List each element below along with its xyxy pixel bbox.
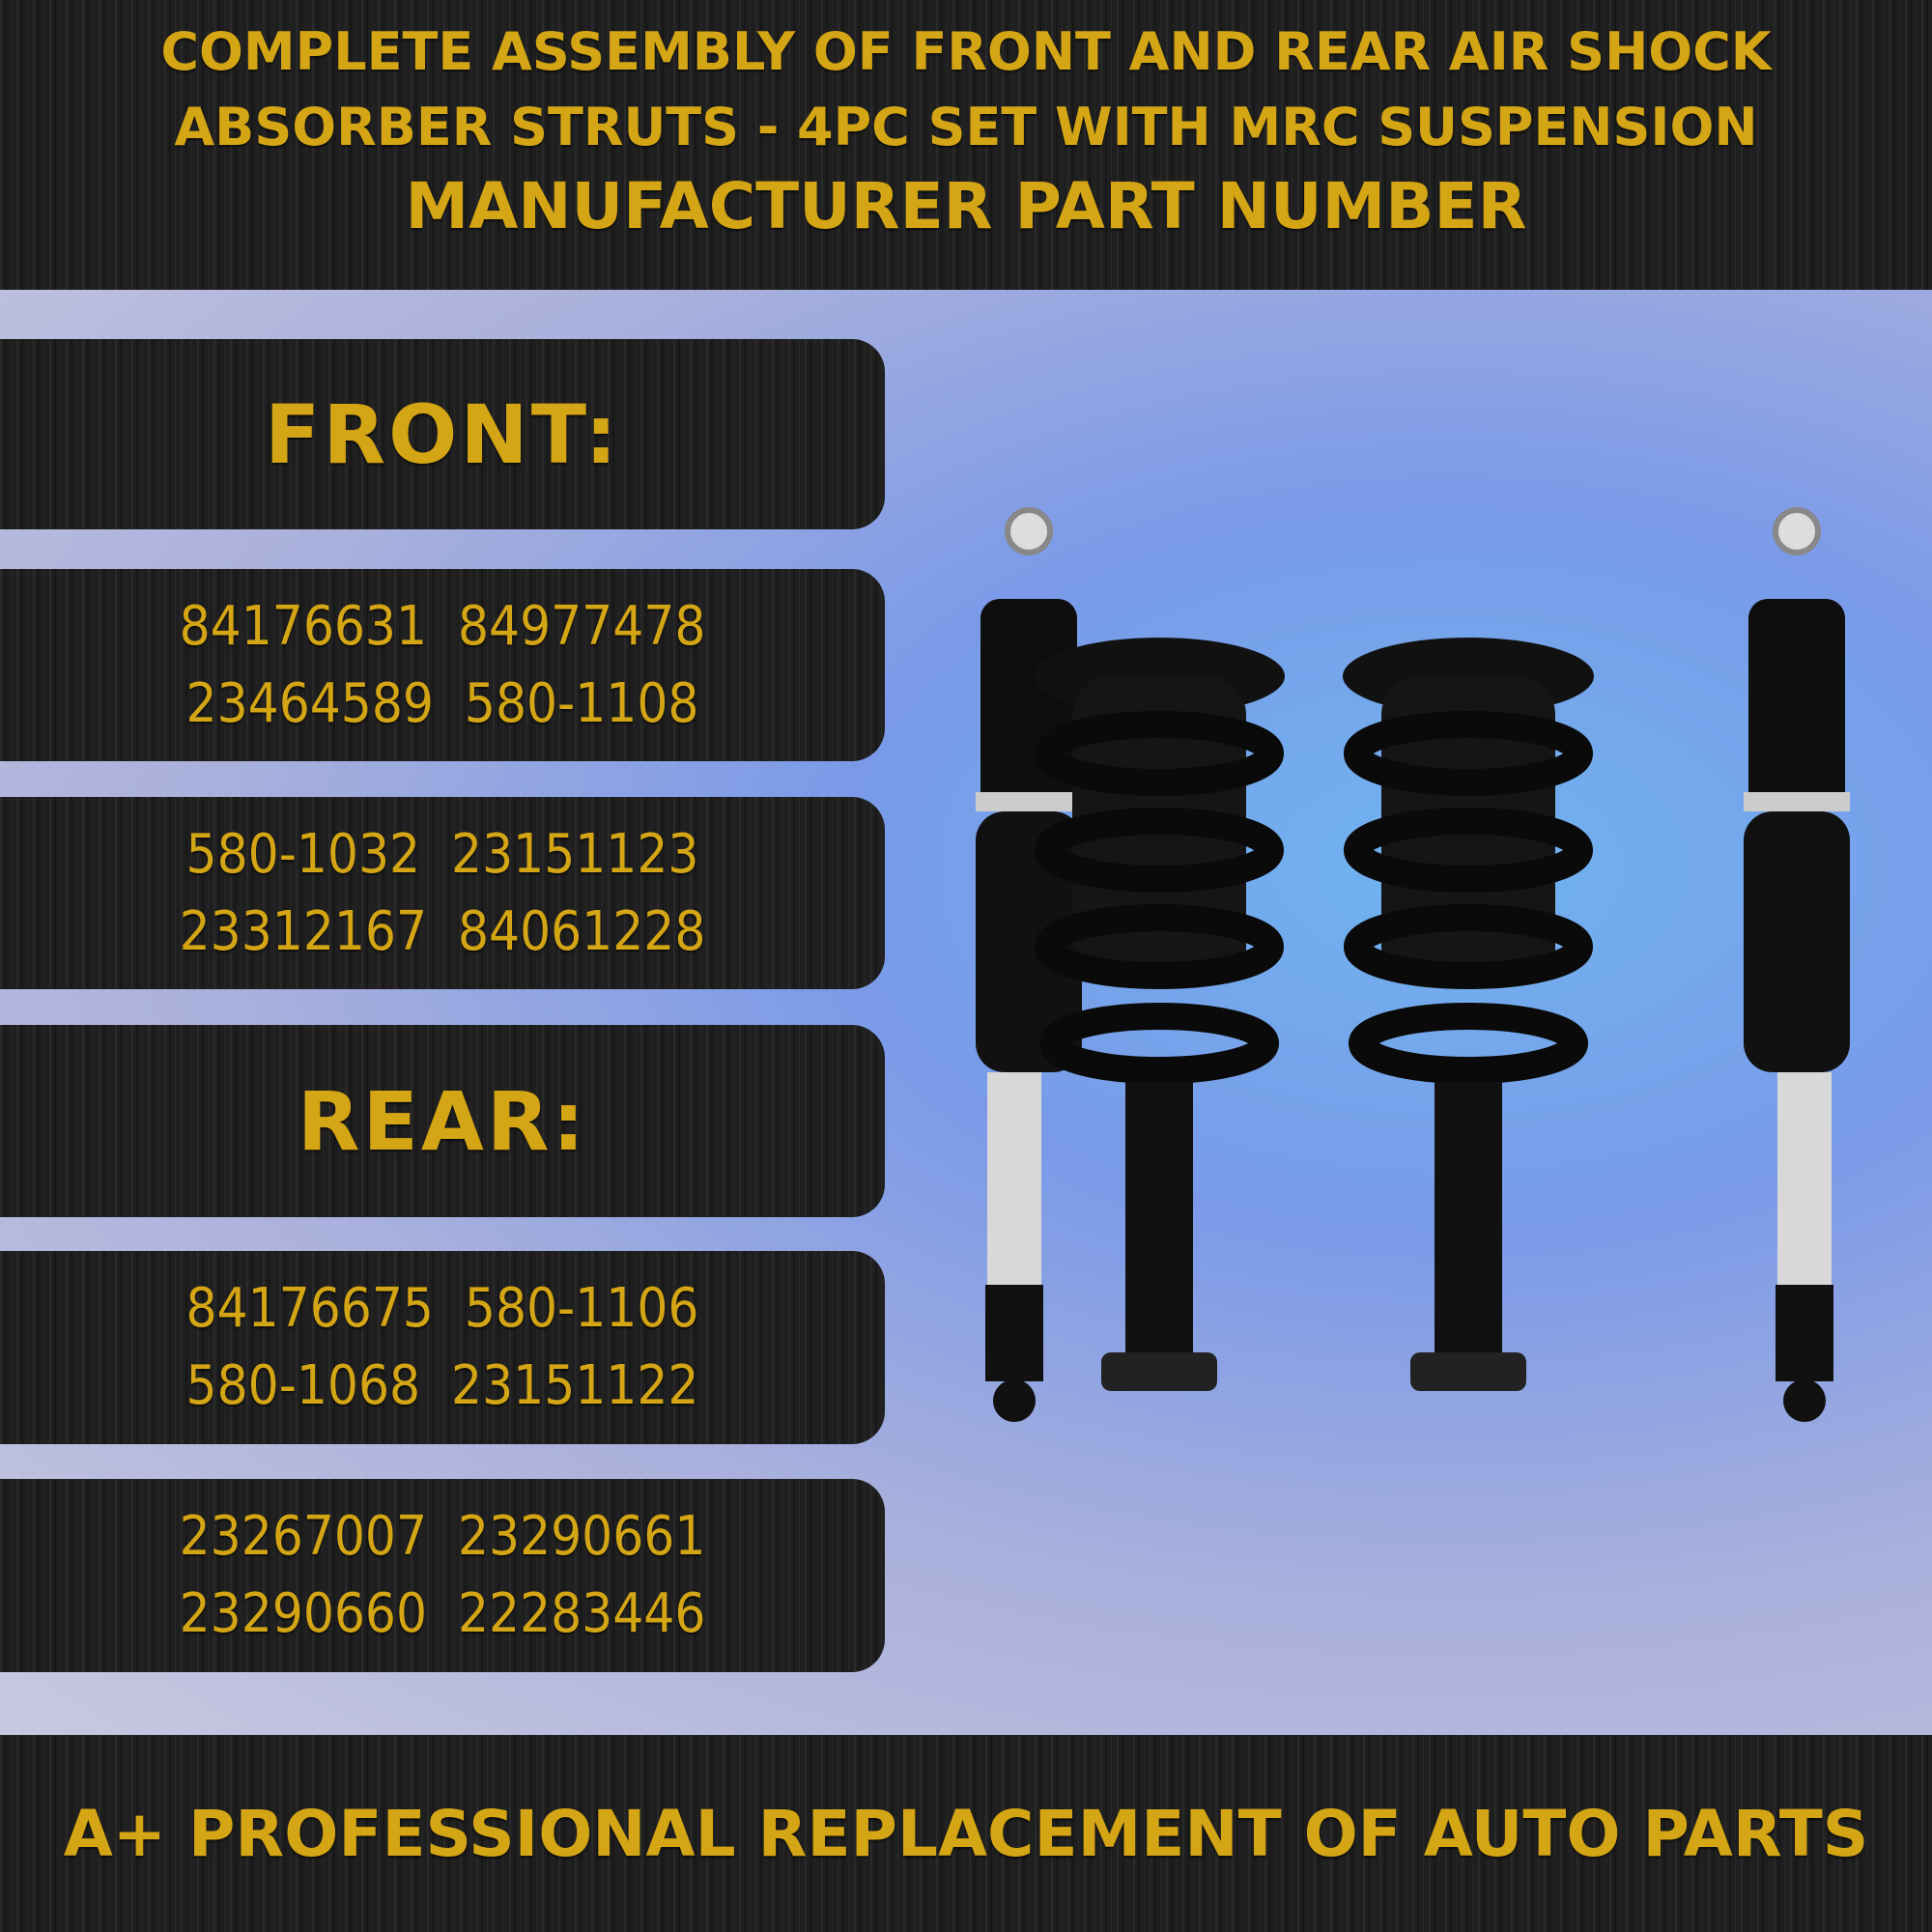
part-numbers-row: 580-1068 23151122 [185,1354,699,1417]
front-label-panel: FRONT: [0,339,885,529]
rear-parts-panel-1: 84176675 580-1106 580-1068 23151122 [0,1251,885,1444]
front-label: FRONT: [264,386,621,482]
part-numbers-row: 84176631 84977478 [179,594,706,658]
rear-label-panel: REAR: [0,1025,885,1217]
front-strut-left [1034,638,1285,1391]
front-strut-right [1343,638,1594,1391]
header-banner: COMPLETE ASSEMBLY OF FRONT AND REAR AIR … [0,0,1932,290]
rear-label: REAR: [297,1073,588,1169]
title-line-2: ABSORBER STRUTS - 4PC SET WITH MRC SUSPE… [174,97,1758,157]
part-numbers-row: 23464589 580-1108 [185,671,699,735]
part-numbers-row: 580-1032 23151123 [185,822,699,886]
front-parts-panel-1: 84176631 84977478 23464589 580-1108 [0,569,885,761]
part-numbers-row: 84176675 580-1106 [185,1277,699,1340]
part-numbers-row: 23267007 23290661 [179,1505,706,1568]
title-line-3: MANUFACTURER PART NUMBER [405,169,1527,243]
part-numbers-row: 23312167 84061228 [179,899,706,963]
footer-tagline: A+ PROFESSIONAL REPLACEMENT OF AUTO PART… [63,1796,1869,1871]
rear-shock-left [976,507,1082,1422]
title-line-1: COMPLETE ASSEMBLY OF FRONT AND REAR AIR … [160,21,1772,82]
front-parts-panel-2: 580-1032 23151123 23312167 84061228 [0,797,885,989]
footer-banner: A+ PROFESSIONAL REPLACEMENT OF AUTO PART… [0,1735,1932,1932]
part-numbers-row: 23290660 22283446 [179,1582,706,1645]
rear-shock-right [1744,507,1850,1422]
strut-assembly-image [976,507,1850,1422]
rear-parts-panel-2: 23267007 23290661 23290660 22283446 [0,1479,885,1672]
